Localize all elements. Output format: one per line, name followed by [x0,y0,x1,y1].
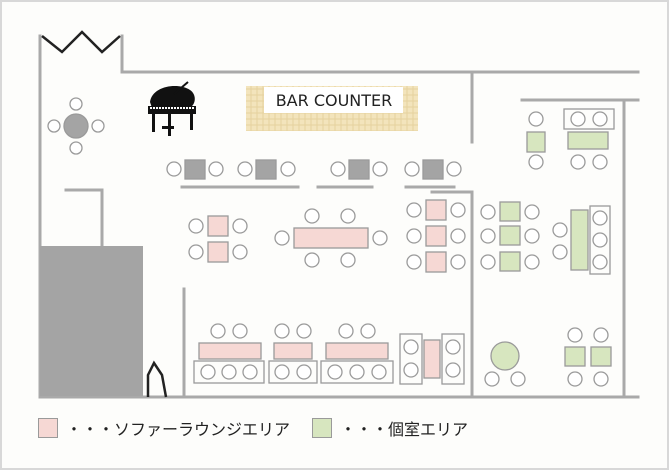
private-room-area [480,108,615,387]
bar-counter-label: BAR COUNTER [276,91,393,110]
sofa-lounge-area [188,199,466,385]
private-swatch [312,418,333,438]
legend-sofa-label: ・・・ソファーラウンジエリア [66,420,291,439]
legend: ・・・ソファーラウンジエリア ・・・個室エリア [38,415,490,441]
back-room [40,246,143,396]
legend-private-label: ・・・個室エリア [340,420,469,439]
counter-seats [166,159,462,180]
lobby-round-table [47,97,105,155]
legend-private-room: ・・・個室エリア [312,416,468,440]
sofa-swatch [38,418,58,438]
piano-icon [148,81,196,136]
walls [38,34,640,399]
legend-sofa-lounge: ・・・ソファーラウンジエリア [38,416,290,440]
bar-counter: BAR COUNTER [246,86,418,131]
entrance-door [41,30,168,398]
